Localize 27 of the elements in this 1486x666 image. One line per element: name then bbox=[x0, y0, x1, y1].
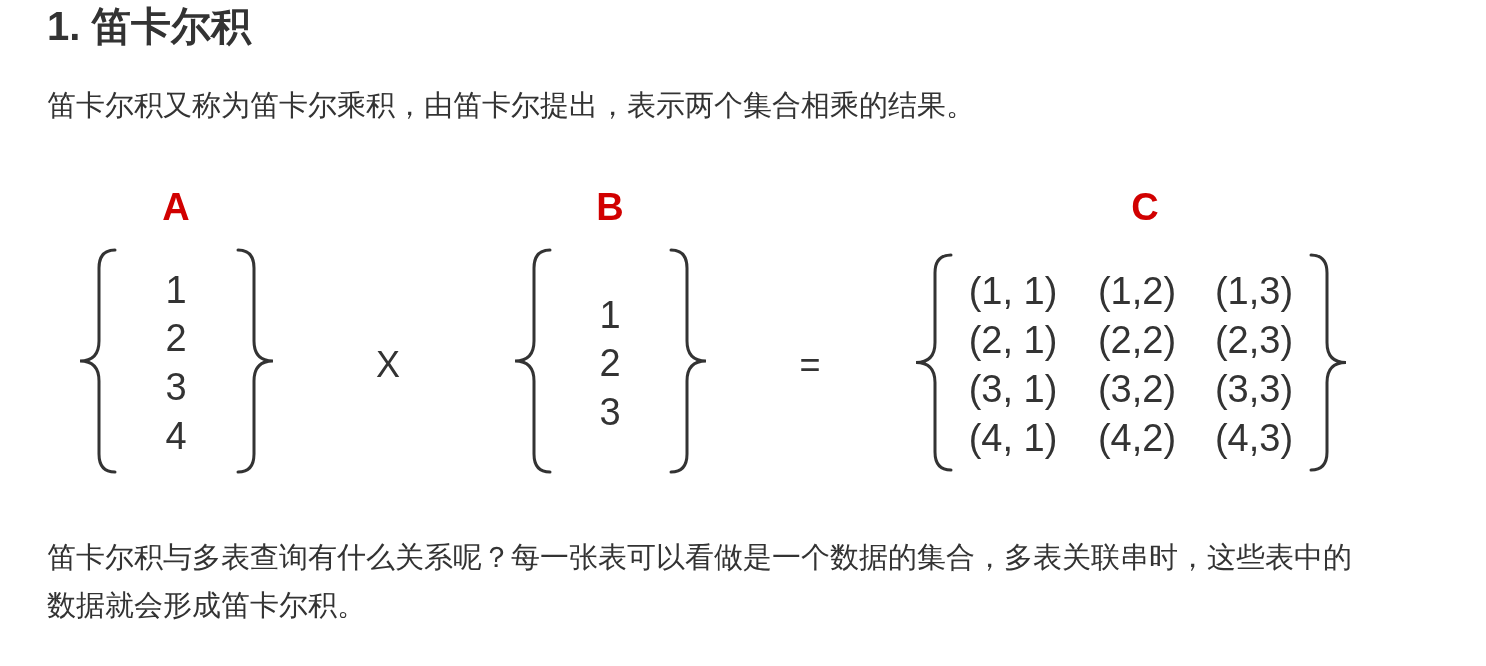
set-element: 4 bbox=[165, 415, 187, 457]
ordered-pair: (3,3) bbox=[1214, 368, 1294, 410]
ordered-pair: (2, 1) bbox=[968, 319, 1058, 361]
set-name: B bbox=[596, 187, 624, 227]
paragraph: 笛卡尔积与多表查询有什么关系呢？每一张表可以看做是一个数据的集合，多表关联串时，这些表中的数据就会形成笛卡尔积。 bbox=[47, 540, 1353, 623]
set-name: A bbox=[162, 187, 190, 227]
set-element: 3 bbox=[165, 366, 187, 408]
ordered-pair: (3,2) bbox=[1097, 368, 1177, 410]
set-element: 2 bbox=[599, 342, 621, 384]
set-name: C bbox=[1131, 187, 1159, 227]
set-element: 3 bbox=[599, 391, 621, 433]
equals-sign: = bbox=[799, 345, 821, 385]
set-element: 1 bbox=[165, 269, 187, 311]
ordered-pair: (2,3) bbox=[1214, 319, 1294, 361]
ordered-pair: (1,3) bbox=[1214, 270, 1294, 312]
ordered-pair: (2,2) bbox=[1097, 319, 1177, 361]
set-element: 1 bbox=[599, 294, 621, 336]
ordered-pair: (4,3) bbox=[1214, 417, 1294, 459]
ordered-pair: (1,2) bbox=[1097, 270, 1177, 312]
set-element: 2 bbox=[165, 317, 187, 359]
section-heading: 1. 笛卡尔积 bbox=[47, 3, 252, 50]
paragraph: 笛卡尔积又称为笛卡尔乘积，由笛卡尔提出，表示两个集合相乘的结果。 bbox=[47, 88, 976, 123]
multiplication-sign: X bbox=[376, 345, 400, 385]
ordered-pair: (4, 1) bbox=[968, 417, 1058, 459]
ordered-pair: (1, 1) bbox=[968, 270, 1058, 312]
ordered-pair: (4,2) bbox=[1097, 417, 1177, 459]
ordered-pair: (3, 1) bbox=[968, 368, 1058, 410]
